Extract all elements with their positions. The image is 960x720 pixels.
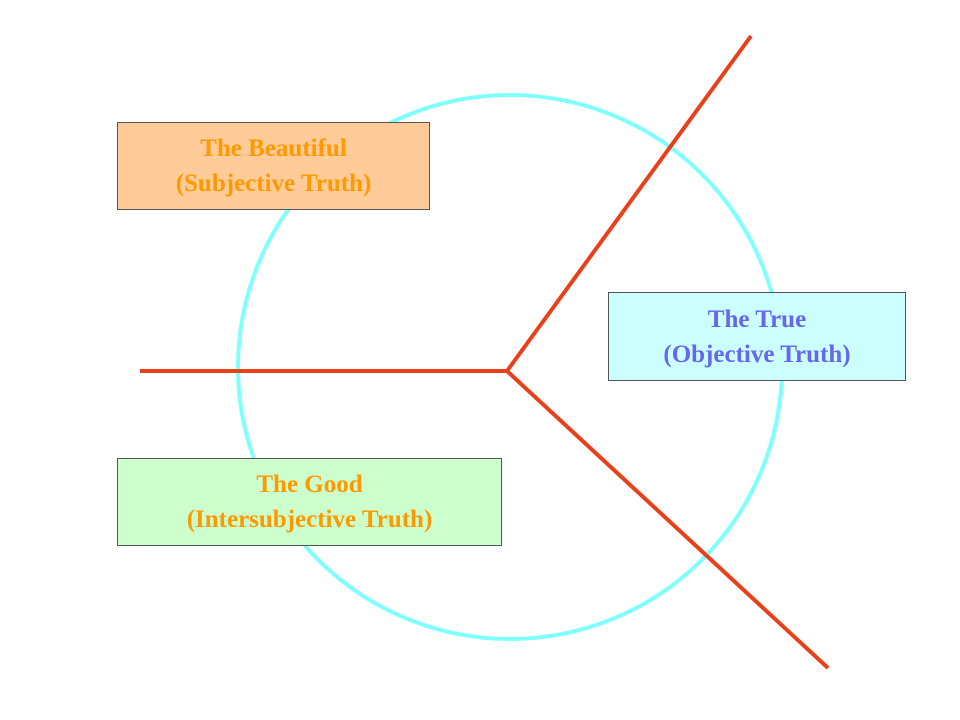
true-subtitle: (Objective Truth)	[663, 340, 851, 368]
good-subtitle: (Intersubjective Truth)	[186, 506, 433, 533]
axis-lower-right	[505, 369, 830, 670]
beautiful-subtitle: (Subjective Truth)	[175, 170, 372, 197]
beautiful-box: The Beautiful (Subjective Truth)	[117, 122, 430, 210]
true-box: The True (Objective Truth)	[608, 292, 906, 381]
good-box: The Good (Intersubjective Truth)	[117, 458, 502, 546]
true-title: The True	[707, 305, 807, 333]
good-title: The Good	[256, 471, 363, 498]
beautiful-title: The Beautiful	[200, 135, 347, 162]
axis-upper-right	[505, 34, 753, 373]
